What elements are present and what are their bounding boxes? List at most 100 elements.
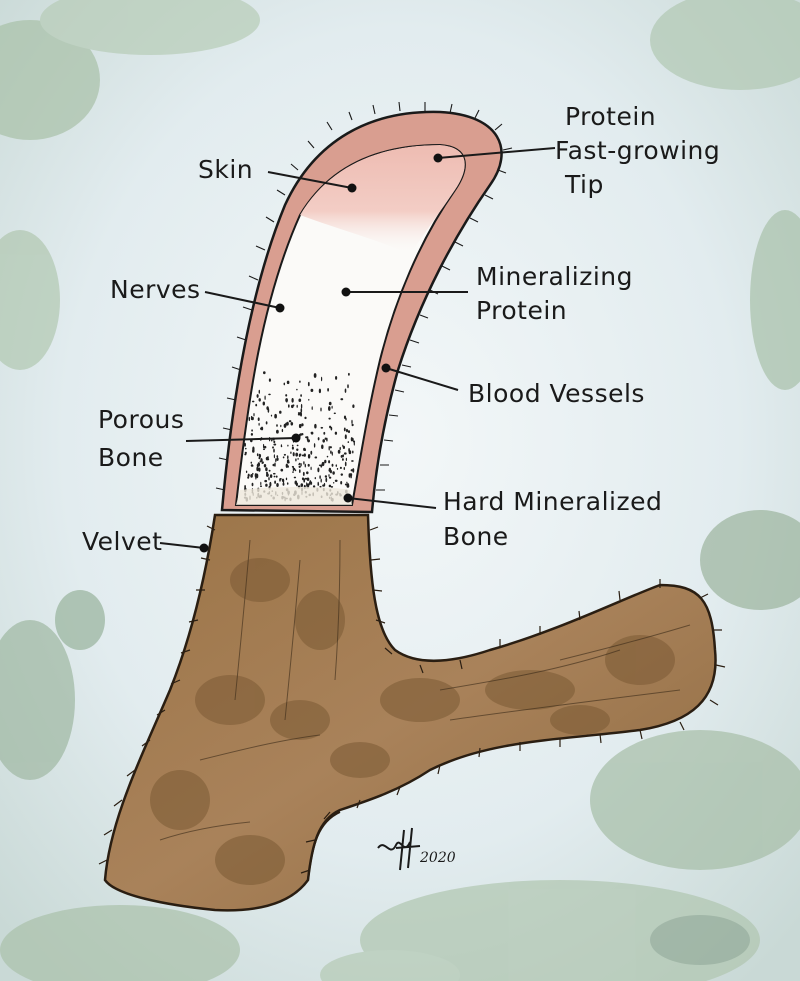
stipple-dot	[251, 429, 253, 432]
stipple-dot	[310, 481, 313, 485]
stipple-dot	[307, 453, 311, 459]
labels: Skin Nerves Porous Bone Velvet Protein F…	[82, 102, 720, 556]
stipple-dot	[321, 444, 324, 450]
stipple-dot	[303, 461, 305, 465]
stipple-dot	[290, 451, 292, 454]
stipple-dot	[292, 471, 294, 473]
stipple-dot	[325, 477, 328, 483]
stipple-dot	[291, 397, 294, 403]
label-blood-vessels: Blood Vessels	[468, 379, 645, 408]
label-protein-tip-line2: Fast-growing	[555, 136, 720, 165]
stipple-dot	[339, 446, 341, 451]
stipple-dot	[350, 437, 353, 442]
stipple-dot	[286, 482, 289, 485]
stipple-dot	[301, 423, 304, 427]
stipple-dot	[324, 459, 327, 464]
stipple-dot	[328, 445, 330, 451]
stipple-dot	[264, 395, 266, 400]
stipple-dot	[342, 454, 344, 458]
stipple-dot	[288, 420, 292, 423]
stipple-dot	[322, 439, 326, 443]
stipple-dot	[351, 423, 354, 427]
stipple-dot	[332, 471, 335, 475]
stipple-dot	[286, 461, 290, 464]
stipple-dot	[346, 484, 350, 488]
label-skin: Skin	[198, 155, 253, 184]
stipple-dot	[334, 479, 338, 482]
stipple-dot	[298, 423, 302, 429]
stipple-dot	[283, 423, 287, 428]
stipple-dot	[300, 462, 302, 467]
stipple-dot	[268, 378, 271, 382]
stipple-dot	[344, 388, 347, 393]
stipple-dot	[274, 462, 276, 467]
stipple-dot	[291, 444, 294, 447]
stipple-dot	[292, 452, 295, 457]
stipple-dot	[269, 474, 273, 478]
stipple-dot	[344, 434, 347, 440]
label-nerves: Nerves	[110, 275, 201, 304]
stipple-dot	[286, 399, 288, 403]
skin-hairs	[215, 101, 513, 491]
stipple-dot	[310, 388, 314, 393]
stipple-dot	[318, 388, 322, 394]
label-porous-bone-line2: Bone	[98, 443, 164, 472]
stipple-dot	[299, 380, 301, 383]
stipple-dot	[290, 404, 294, 409]
stipple-dot	[267, 458, 270, 461]
stipple-dot	[266, 473, 269, 477]
stipple-dot	[304, 463, 306, 468]
stipple-dot	[307, 463, 310, 467]
dot-porous-bone	[291, 433, 301, 443]
stipple-dot	[273, 448, 275, 453]
stipple-dot	[283, 382, 286, 386]
stipple-dot	[273, 443, 277, 446]
velvet-base	[98, 513, 726, 912]
stipple-dot	[330, 486, 334, 488]
stipple-dot	[330, 469, 332, 474]
stipple-dot	[300, 394, 302, 398]
stipple-dot	[298, 398, 302, 402]
stipple-dot	[279, 478, 282, 480]
stipple-dot	[268, 476, 270, 481]
stipple-dot	[330, 450, 332, 454]
stipple-dot	[320, 464, 323, 468]
stipple-dot	[302, 471, 305, 476]
stipple-dot	[303, 447, 306, 452]
label-protein-tip-line1: Protein	[565, 102, 656, 131]
stipple-dot	[287, 404, 290, 408]
stipple-dot	[347, 384, 349, 389]
stipple-dot	[269, 481, 272, 487]
label-mineralizing-protein-line1: Mineralizing	[476, 262, 633, 291]
stipple-dot	[257, 417, 260, 421]
stipple-dot	[352, 468, 355, 473]
dot-nerves	[275, 303, 285, 313]
stipple-dot	[270, 439, 273, 442]
stipple-dot	[258, 389, 261, 394]
stipple-dot	[275, 475, 278, 478]
stipple-dot	[296, 448, 299, 451]
stipple-dot	[315, 456, 317, 459]
stipple-dot	[317, 467, 320, 473]
stipple-dot	[274, 480, 276, 484]
stipple-dot	[345, 457, 348, 461]
stipple-dot	[260, 427, 262, 430]
stipple-dot	[350, 475, 352, 479]
stipple-dot	[344, 483, 348, 486]
velvet-hairs	[98, 525, 726, 874]
stipple-dot	[260, 481, 262, 486]
stipple-dot	[255, 475, 257, 480]
stipple-dot	[259, 460, 262, 463]
stipple-dot	[300, 403, 303, 409]
stipple-dot	[250, 474, 253, 478]
label-porous-bone-line1: Porous	[98, 405, 184, 434]
stipple-dot	[282, 482, 285, 486]
label-dots	[199, 153, 443, 553]
stipple-dot	[317, 437, 320, 441]
stipple-dot	[285, 394, 288, 397]
stipple-dot	[340, 473, 343, 476]
stipple-dot	[331, 405, 333, 409]
stipple-dot	[320, 478, 322, 483]
stipple-dot	[348, 450, 352, 455]
